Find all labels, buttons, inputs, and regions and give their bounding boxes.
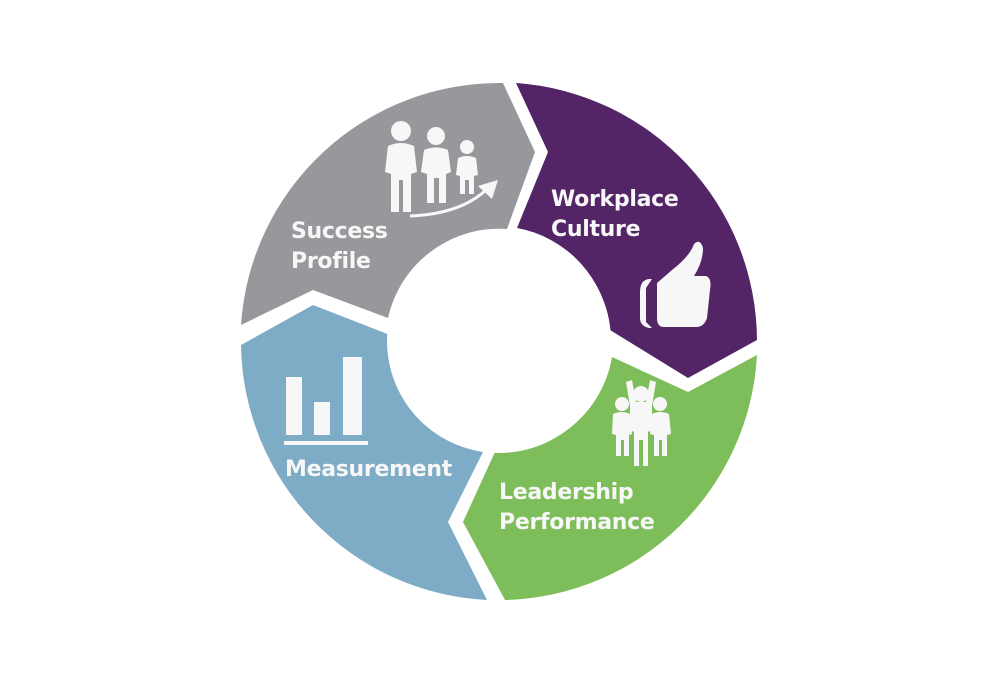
segment-leadership-performance-shape <box>463 355 757 600</box>
bar-chart-icon <box>284 357 368 445</box>
segment-measurement-shape <box>241 305 487 600</box>
thumbs-up-icon <box>640 241 711 328</box>
people-growth-icon <box>385 121 498 218</box>
segment-success-profile: Success Profile <box>241 82 535 325</box>
segment-workplace-culture: Workplace Culture <box>516 83 757 378</box>
segment-measurement: Measurement <box>241 305 487 600</box>
segment-success-profile-label: Success Profile <box>291 219 395 274</box>
segment-leadership-performance: Leadership Performance <box>463 355 757 600</box>
segment-measurement-label: Measurement <box>285 457 453 482</box>
segment-workplace-culture-label: Workplace Culture <box>551 187 686 242</box>
segment-leadership-performance-label: Leadership Performance <box>499 480 655 535</box>
center-hub <box>387 229 611 453</box>
team-celebration-icon <box>612 380 671 466</box>
